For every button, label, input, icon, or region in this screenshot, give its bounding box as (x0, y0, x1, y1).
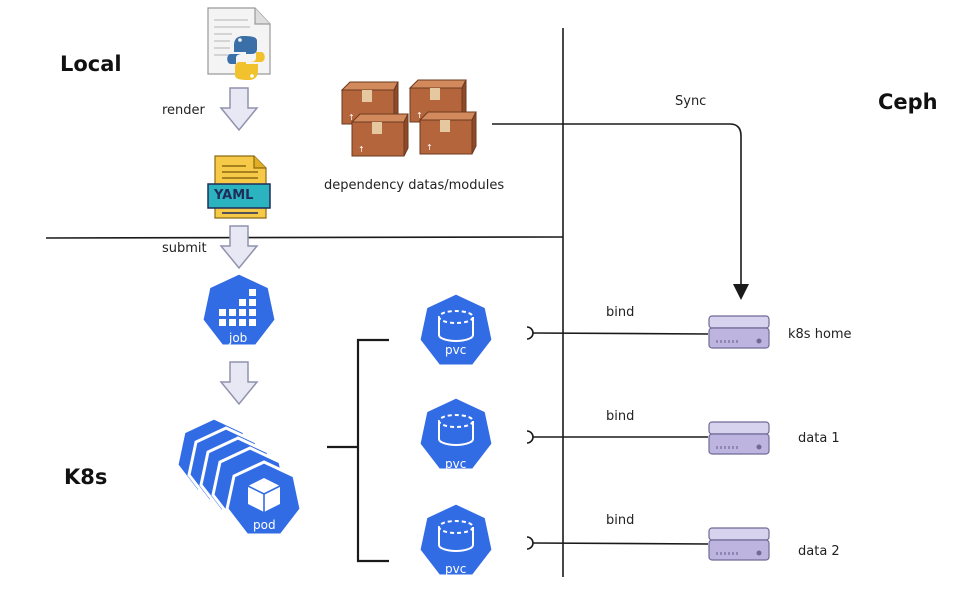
pvc-label: pvc (445, 457, 467, 471)
pod-label: pod (253, 518, 276, 532)
storage-k8s-home: k8s home (788, 327, 852, 342)
boxes-icon (341, 79, 477, 157)
submit-arrow (220, 225, 258, 269)
bind-label: bind (606, 305, 635, 320)
render-label: render (162, 103, 205, 118)
bind-label: bind (606, 409, 635, 424)
render-arrow (220, 87, 258, 131)
yaml-label: YAML (214, 188, 254, 203)
job-icon (200, 271, 278, 348)
python-file-icon (207, 7, 271, 80)
pod-icon (175, 416, 303, 537)
disk-icon (708, 527, 770, 561)
bind-connectors (526, 326, 709, 550)
bind-label: bind (606, 513, 635, 528)
pvc-label: pvc (445, 343, 467, 357)
sync-connector (492, 123, 749, 300)
pod-pvc-bracket (327, 338, 389, 563)
region-k8s: K8s (64, 465, 108, 489)
disk-icon (708, 315, 770, 349)
submit-label: submit (162, 241, 207, 256)
job-to-pod-arrow (220, 361, 258, 405)
disk-icon (708, 421, 770, 455)
dependency-label: dependency datas/modules (324, 178, 505, 193)
region-ceph: Ceph (878, 90, 938, 114)
yaml-file-icon (207, 155, 271, 219)
job-label: job (229, 331, 248, 345)
sync-label: Sync (675, 94, 707, 109)
storage-data-2: data 2 (798, 544, 840, 559)
storage-data-1: data 1 (798, 431, 840, 446)
region-local: Local (60, 52, 122, 76)
pvc-label: pvc (445, 562, 467, 576)
horizontal-divider (45, 236, 564, 239)
